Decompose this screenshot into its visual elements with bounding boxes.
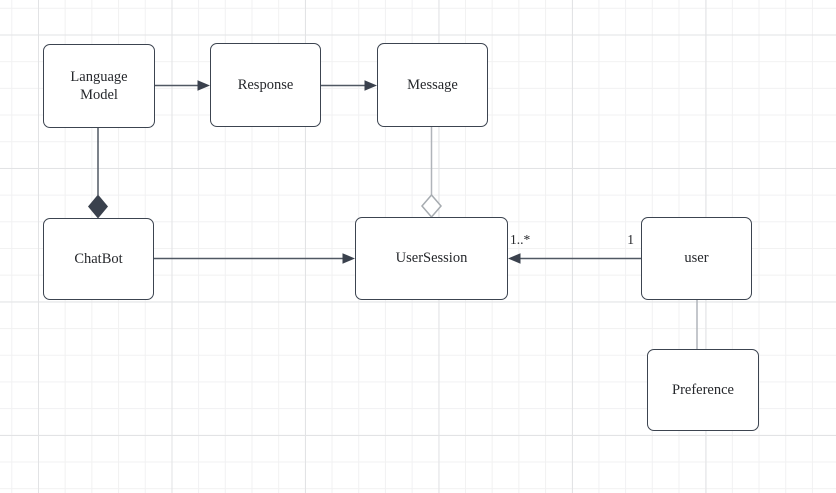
node-chatbot[interactable]: ChatBot bbox=[43, 218, 154, 300]
arrowhead-icon bbox=[364, 80, 377, 91]
arrowhead-icon bbox=[508, 253, 521, 264]
node-preference-label: Preference bbox=[672, 381, 734, 398]
aggregation-diamond-icon bbox=[421, 193, 442, 219]
node-language-model-label: Language Model bbox=[70, 68, 128, 103]
node-response-label: Response bbox=[237, 76, 294, 93]
multiplicity-label-user-session: 1..* bbox=[510, 232, 531, 247]
node-user-label: user bbox=[684, 250, 709, 267]
arrowhead-icon bbox=[342, 253, 355, 264]
node-message[interactable]: Message bbox=[377, 43, 488, 127]
edge-language-model-response[interactable] bbox=[155, 80, 210, 91]
node-message-label: Message bbox=[407, 76, 458, 93]
edge-language-model-chatbot[interactable] bbox=[88, 128, 108, 219]
edge-response-message[interactable] bbox=[321, 80, 377, 91]
edge-user-user-session[interactable] bbox=[508, 253, 641, 264]
node-response[interactable]: Response bbox=[210, 43, 321, 127]
edge-chatbot-user-session[interactable] bbox=[154, 253, 355, 264]
node-user[interactable]: user bbox=[641, 217, 752, 300]
arrowhead-icon bbox=[197, 80, 210, 91]
composition-diamond-icon bbox=[88, 194, 108, 219]
node-language-model[interactable]: Language Model bbox=[43, 44, 155, 128]
node-user-session[interactable]: UserSession bbox=[355, 217, 508, 300]
node-user-session-label: UserSession bbox=[395, 250, 468, 267]
node-chatbot-label: ChatBot bbox=[74, 250, 123, 267]
edge-message-user-session[interactable] bbox=[421, 127, 442, 219]
multiplicity-label-user: 1 bbox=[627, 232, 634, 247]
node-preference[interactable]: Preference bbox=[647, 349, 759, 431]
